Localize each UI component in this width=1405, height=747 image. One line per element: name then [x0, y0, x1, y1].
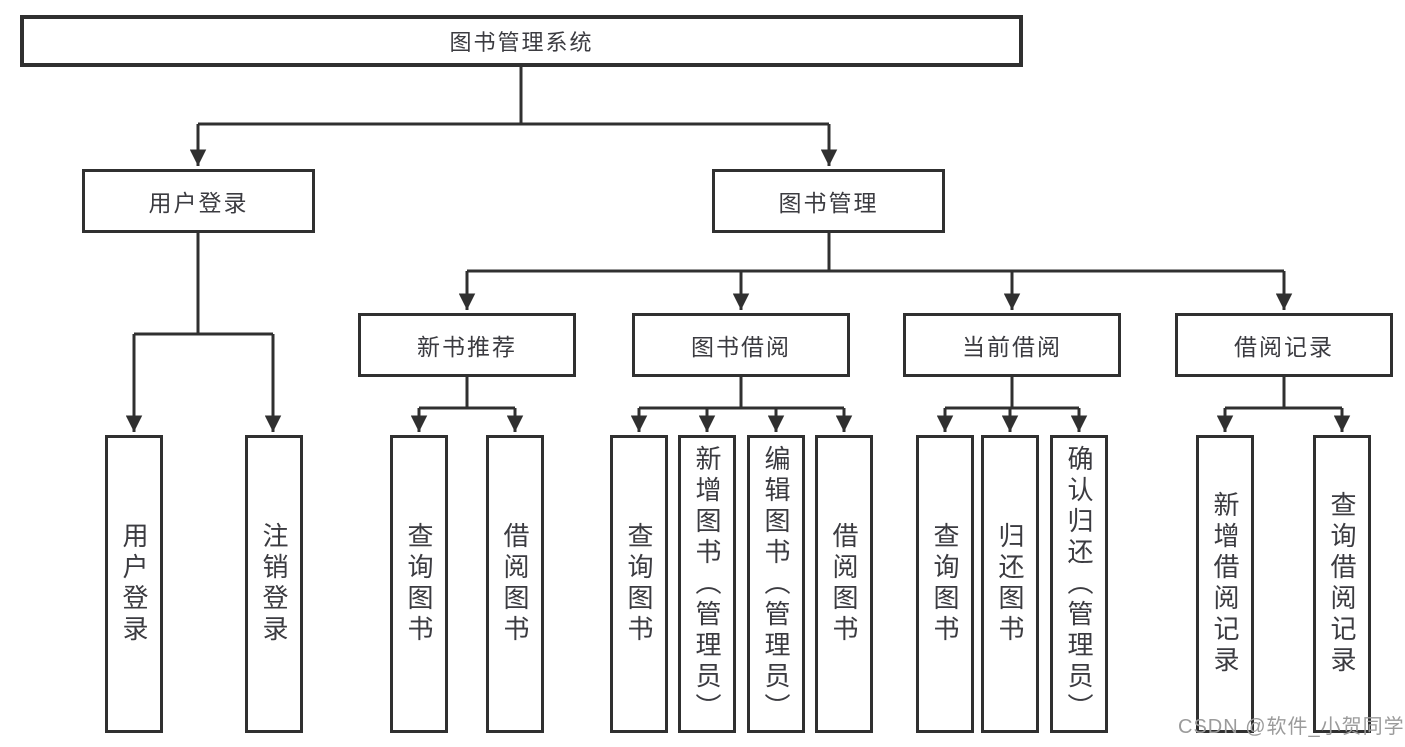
leaf-user-login: 用户登录: [105, 435, 163, 733]
node-book-borrow: 图书借阅: [632, 313, 850, 377]
leaf-confirm-return-admin: 确认归还（管理员）: [1050, 435, 1108, 733]
leaf-logout: 注销登录: [245, 435, 303, 733]
leaf-edit-book-admin: 编辑图书（管理员）: [747, 435, 805, 733]
node-borrow-records: 借阅记录: [1175, 313, 1393, 377]
node-book-management: 图书管理: [712, 169, 945, 233]
leaf-borrow-books-recommend: 借阅图书: [486, 435, 544, 733]
leaf-query-books-current: 查询图书: [916, 435, 974, 733]
leaf-add-borrow-record: 新增借阅记录: [1196, 435, 1254, 733]
leaf-query-borrow-record: 查询借阅记录: [1313, 435, 1371, 733]
leaf-add-book-admin: 新增图书（管理员）: [678, 435, 736, 733]
leaf-return-book: 归还图书: [981, 435, 1039, 733]
leaf-query-books-recommend: 查询图书: [390, 435, 448, 733]
node-library-system: 图书管理系统: [20, 15, 1023, 67]
node-current-borrow: 当前借阅: [903, 313, 1121, 377]
leaf-borrow-books: 借阅图书: [815, 435, 873, 733]
node-new-book-recommend: 新书推荐: [358, 313, 576, 377]
watermark: CSDN @软件_小贺同学: [1178, 716, 1405, 738]
leaf-query-books-borrow: 查询图书: [610, 435, 668, 733]
node-user-login: 用户登录: [82, 169, 315, 233]
